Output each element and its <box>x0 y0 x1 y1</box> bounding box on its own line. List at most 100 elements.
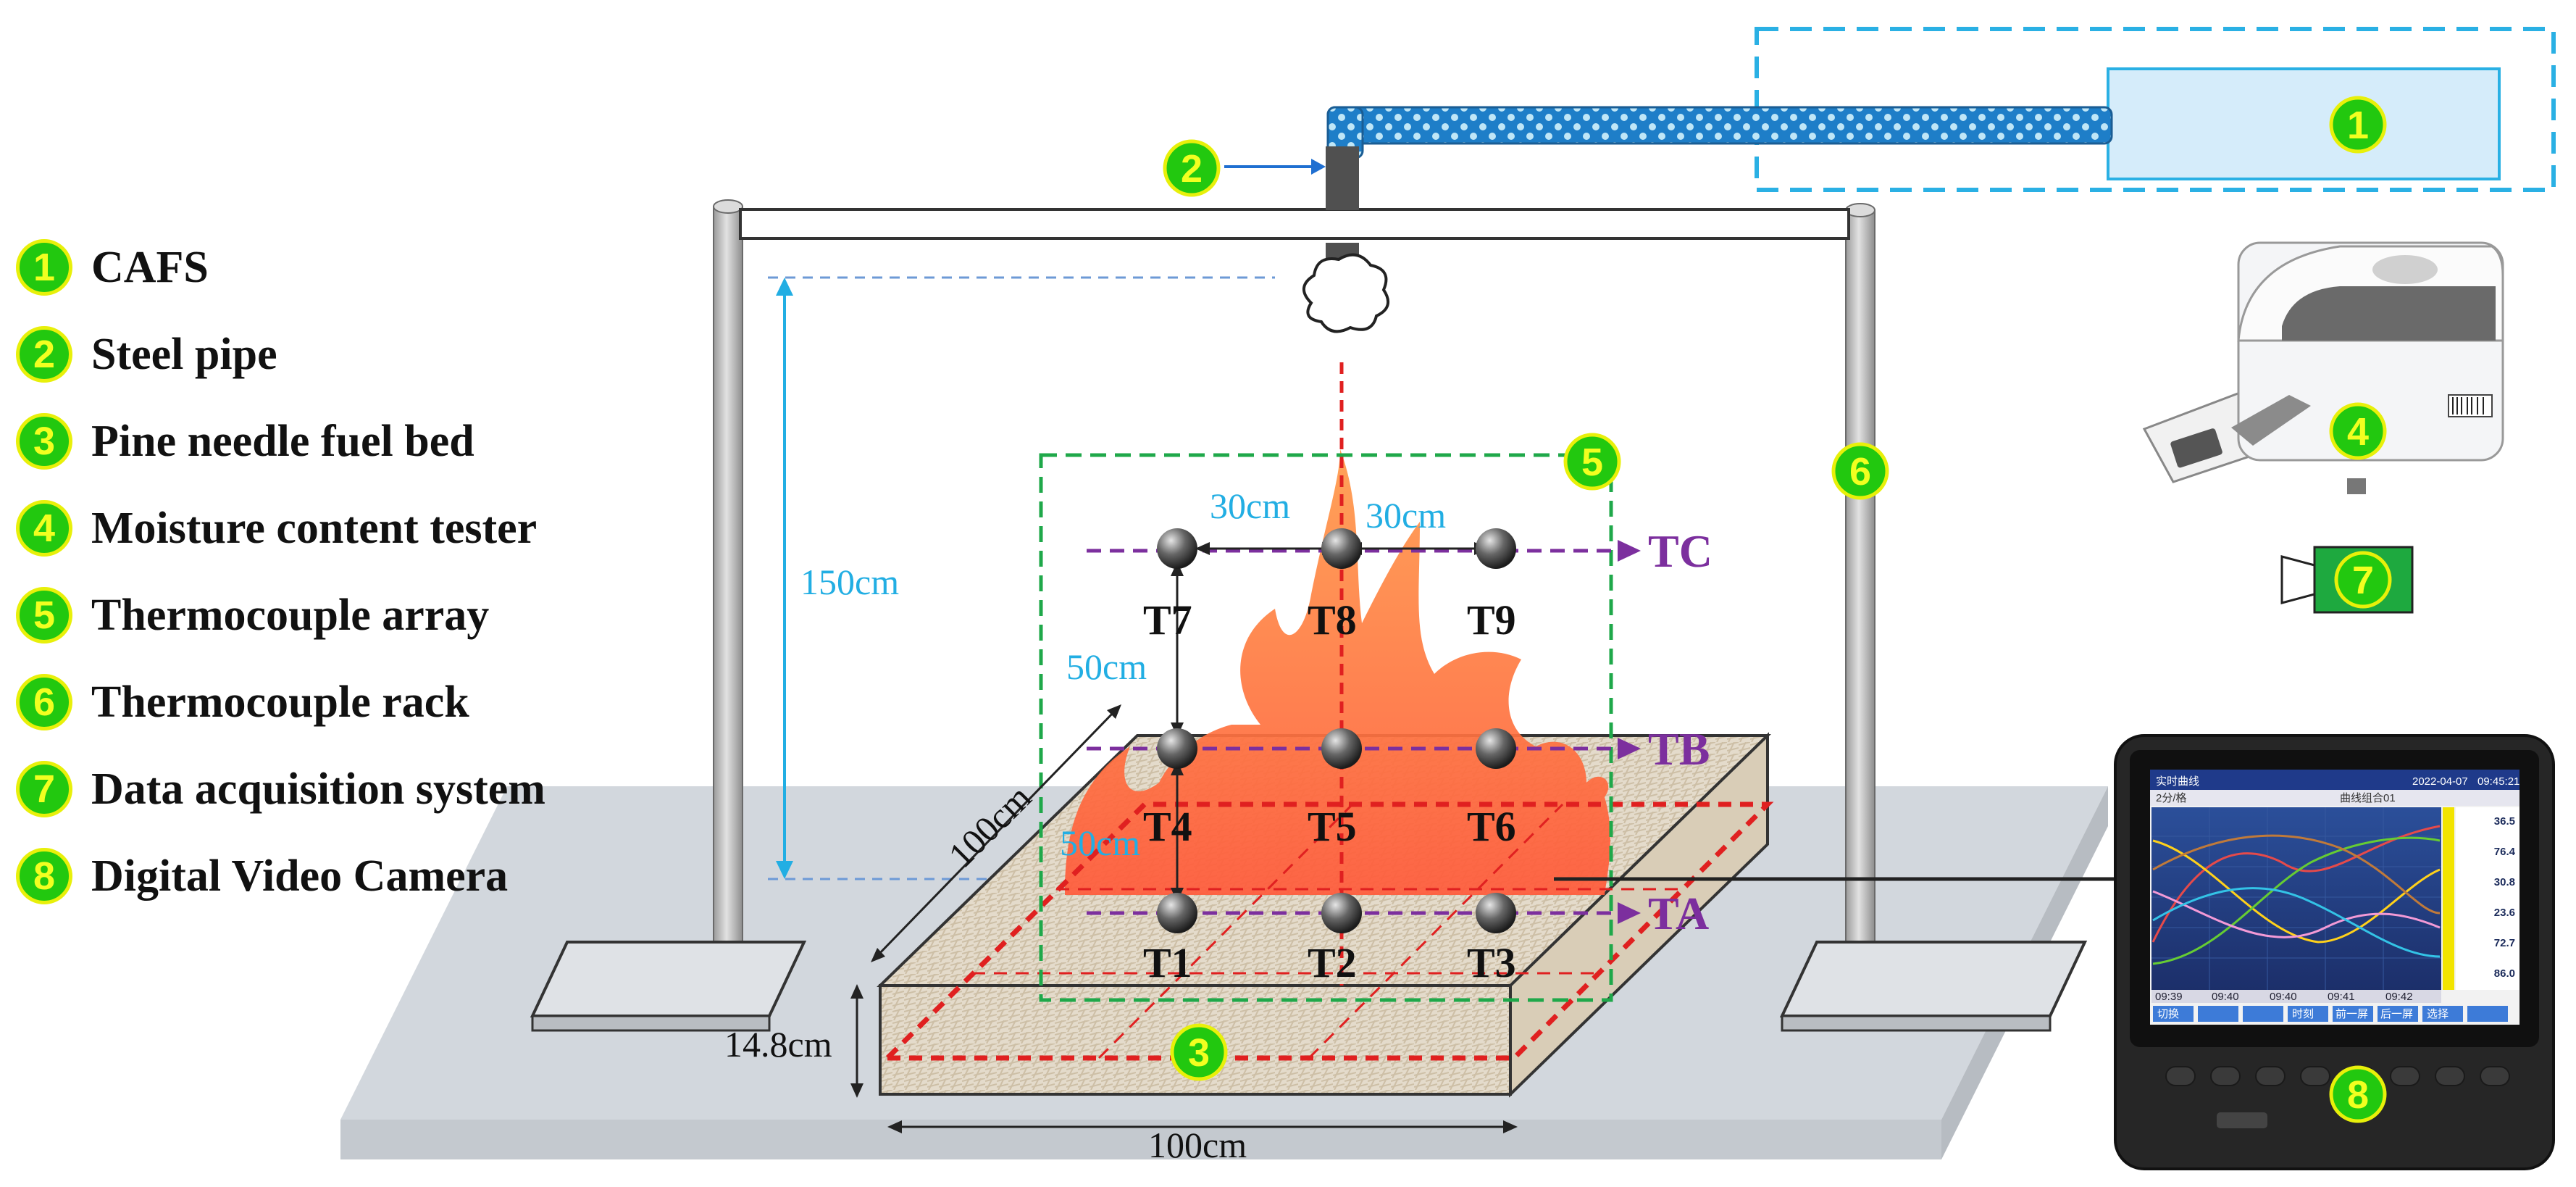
steel-pipe <box>1326 146 1359 210</box>
thermocouple-t7 <box>1157 528 1197 569</box>
screen-tick-2: 09:40 <box>2212 991 2239 1003</box>
screen-tick-1: 09:39 <box>2155 991 2183 1003</box>
badge-6-marker: 6 <box>1831 442 1889 500</box>
screen-button-7: 选择 <box>2427 1008 2449 1020</box>
thermocouple-t8 <box>1321 528 1362 569</box>
label-30cm-right: 30cm <box>1366 495 1446 536</box>
data-recorder <box>2114 734 2555 1170</box>
legend-item-fuel-bed: 3 Pine needle fuel bed <box>16 413 474 470</box>
legend-label-moisture-tester: Moisture content tester <box>91 503 538 553</box>
legend-item-steel-pipe: 2 Steel pipe <box>16 326 277 383</box>
badge-7-number: 7 <box>2352 559 2374 602</box>
thermocouple-t9 <box>1476 528 1516 569</box>
legend-label-video-camera: Digital Video Camera <box>91 851 509 901</box>
label-ta: TA <box>1648 888 1709 939</box>
rack-beam <box>739 208 1850 240</box>
screen-title: 实时曲线 <box>2156 775 2199 788</box>
label-tc: TC <box>1648 525 1713 577</box>
legend-badge-7: 7 <box>16 761 72 817</box>
label-bed-thickness: 14.8cm <box>724 1024 832 1065</box>
badge-6-number: 6 <box>1849 450 1871 493</box>
label-t7: T7 <box>1143 596 1192 644</box>
thermocouple-t3 <box>1476 893 1516 933</box>
label-tb: TB <box>1648 723 1710 775</box>
left-base <box>530 941 807 1017</box>
legend-badge-6: 6 <box>16 674 72 730</box>
badge-5-number: 5 <box>1581 441 1603 484</box>
badge-4-number: 4 <box>2347 410 2369 454</box>
screen-tick-4: 09:41 <box>2328 991 2355 1003</box>
badge-7-marker: 7 <box>2334 551 2392 609</box>
screen-date: 2022-04-07 <box>2412 775 2468 788</box>
legend-badge-1: 1 <box>16 239 72 296</box>
screen-reading-3: 30.8 <box>2494 876 2515 888</box>
screen-reading-4: 23.6 <box>2494 907 2515 919</box>
label-t5: T5 <box>1308 803 1357 850</box>
screen-time: 09:45:21 <box>2477 775 2519 788</box>
thermocouple-enclosure <box>1039 453 1613 1002</box>
thermocouple-t1 <box>1157 893 1197 933</box>
screen-button-6: 后一屏 <box>2380 1008 2413 1020</box>
cafs-hose <box>1326 106 2113 145</box>
legend-item-moisture-tester: 4 Moisture content tester <box>16 500 537 557</box>
screen-scale: 2分/格 <box>2156 792 2187 804</box>
moisture-tester <box>2142 241 2504 494</box>
label-50cm-lower: 50cm <box>1060 822 1140 863</box>
screen-reading-5: 72.7 <box>2494 937 2515 949</box>
fuel-bed-grid <box>881 801 1774 1061</box>
fuel-bed-side <box>1509 732 1769 1098</box>
screen-group: 曲线组合01 <box>2340 792 2396 804</box>
cafs-unit <box>2107 67 2501 180</box>
thermocouple-t5 <box>1321 728 1362 769</box>
label-t9: T9 <box>1467 596 1516 644</box>
right-base <box>1779 941 2088 1017</box>
screen-reading-2: 76.4 <box>2494 846 2516 858</box>
legend-badge-4: 4 <box>16 500 72 557</box>
thermocouple-t6 <box>1476 728 1516 769</box>
thermocouple-t4 <box>1157 728 1197 769</box>
badge-1-marker: 1 <box>2329 96 2387 154</box>
legend-item-cafs: 1 CAFS <box>16 239 209 296</box>
screen-button-4: 时刻 <box>2292 1008 2314 1020</box>
label-t3: T3 <box>1467 939 1516 986</box>
badge-2-number: 2 <box>1181 147 1203 191</box>
screen-button-1: 切换 <box>2157 1008 2179 1020</box>
badge-3-number: 3 <box>1188 1031 1210 1075</box>
label-t1: T1 <box>1143 939 1192 986</box>
badge-4-marker: 4 <box>2329 402 2387 460</box>
legend-label-steel-pipe: Steel pipe <box>91 329 277 379</box>
label-t6: T6 <box>1467 803 1516 850</box>
badge-2-marker: 2 <box>1163 139 1221 197</box>
legend-item-video-camera: 8 Digital Video Camera <box>16 848 508 904</box>
legend-label-cafs: CAFS <box>91 242 209 292</box>
ground-slab-edge <box>340 1120 1941 1159</box>
legend-label-thermocouple-array: Thermocouple array <box>91 590 490 640</box>
screen-reading-6: 86.0 <box>2494 967 2515 980</box>
screen-reading-1: 36.5 <box>2494 815 2515 828</box>
legend-badge-3: 3 <box>16 413 72 470</box>
left-pole <box>713 206 743 977</box>
legend-item-thermocouple-rack: 6 Thermocouple rack <box>16 674 469 730</box>
legend-label-fuel-bed: Pine needle fuel bed <box>91 416 474 466</box>
flame <box>1065 449 1610 895</box>
screen-tick-3: 09:40 <box>2270 991 2297 1003</box>
legend-label-data-acquisition: Data acquisition system <box>91 764 545 814</box>
badge-1-number: 1 <box>2347 104 2369 147</box>
label-t8: T8 <box>1308 596 1357 644</box>
legend-badge-8: 8 <box>16 848 72 904</box>
label-t2: T2 <box>1308 939 1357 986</box>
label-30cm-left: 30cm <box>1210 486 1290 526</box>
legend-label-thermocouple-rack: Thermocouple rack <box>91 677 469 727</box>
label-50cm-upper: 50cm <box>1066 646 1147 687</box>
badge-8-number: 8 <box>2347 1073 2369 1117</box>
badge-8-marker: 8 <box>2329 1065 2387 1123</box>
spray-cloud <box>1302 253 1390 333</box>
label-t4: T4 <box>1143 803 1192 850</box>
badge-5-marker: 5 <box>1563 433 1621 491</box>
legend-badge-2: 2 <box>16 326 72 383</box>
legend-item-thermocouple-array: 5 Thermocouple array <box>16 587 489 644</box>
label-150cm: 150cm <box>800 562 899 602</box>
label-bed-width: 100cm <box>1148 1125 1247 1165</box>
screen-button-5: 前一屏 <box>2335 1008 2368 1020</box>
